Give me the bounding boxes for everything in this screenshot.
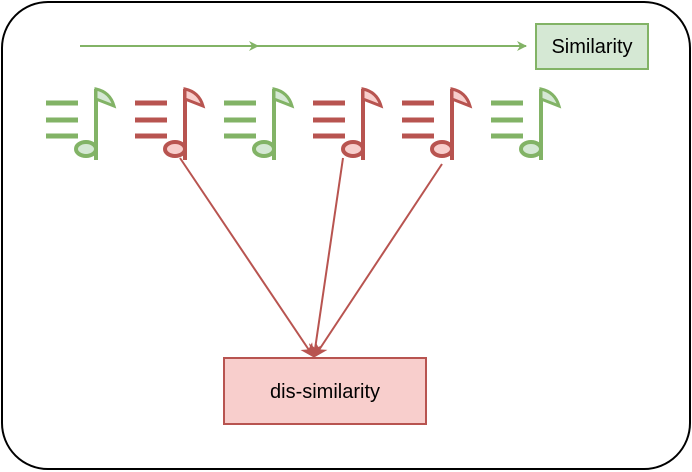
dissimilarity-arrow-1 xyxy=(179,157,315,358)
similarity-box: Similarity xyxy=(535,23,649,70)
dissimilarity-arrow-3 xyxy=(313,163,443,358)
dissimilarity-box: dis-similarity xyxy=(223,357,427,425)
similarity-label: Similarity xyxy=(551,36,632,58)
dissimilarity-arrow-2 xyxy=(308,157,344,358)
dissimilarity-label: dis-similarity xyxy=(270,381,380,403)
